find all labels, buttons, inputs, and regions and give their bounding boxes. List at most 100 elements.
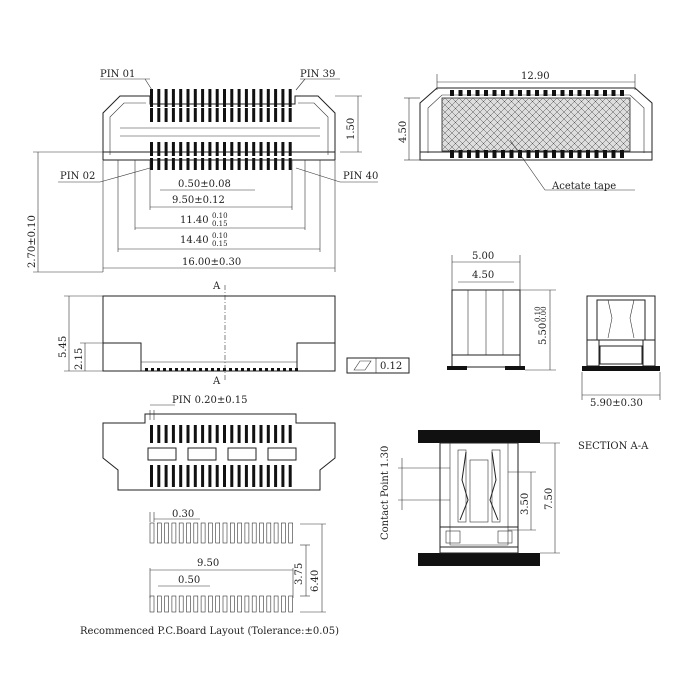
pin	[237, 89, 241, 107]
pin	[223, 158, 226, 170]
dim-11-40: 11.40	[180, 215, 209, 226]
pin	[164, 425, 168, 443]
pin	[266, 465, 270, 487]
pin	[244, 522, 250, 544]
pad-row-outer-dim: 6.40	[310, 570, 321, 592]
pin	[458, 150, 463, 158]
dim-2-15: 2.15	[74, 348, 85, 370]
pin	[244, 158, 248, 170]
pin	[586, 150, 590, 158]
pin	[237, 522, 242, 544]
top-pins-lower	[150, 142, 292, 156]
pin	[150, 89, 153, 107]
tape-hatch	[441, 97, 631, 152]
pin	[157, 465, 161, 487]
pin	[186, 465, 190, 487]
pin	[235, 368, 238, 371]
pin	[171, 89, 175, 107]
pin	[237, 595, 242, 613]
dim-3-50: 3.50	[520, 493, 531, 515]
pin	[484, 90, 488, 96]
pin	[450, 90, 454, 96]
pin	[253, 368, 256, 371]
front-view: A A 5.45 2.15 0.12	[58, 281, 410, 387]
top-view: PIN 01 PIN 39 PIN 02 PIN 40 1.50 2.70±0.…	[27, 69, 378, 273]
section-top-board	[418, 430, 540, 443]
pin	[179, 89, 183, 107]
pin	[164, 108, 168, 122]
dim-14-40: 14.40	[180, 235, 209, 246]
pin	[266, 142, 270, 156]
pin	[215, 89, 219, 107]
pin	[277, 368, 280, 371]
pin	[458, 90, 463, 96]
pin	[201, 142, 205, 156]
pin	[201, 465, 205, 487]
pin	[157, 142, 161, 156]
dim-2-70: 2.70±0.10	[27, 215, 38, 268]
pin	[288, 522, 294, 544]
pin	[223, 108, 226, 122]
pin	[157, 108, 161, 122]
side-view: 5.00 4.50 5.50 0.10 0.00	[447, 251, 556, 371]
pad-row-center-dim: 3.75	[294, 563, 305, 585]
pin	[501, 150, 505, 158]
pin	[164, 522, 169, 544]
pad-pitch-dim: 0.50	[178, 575, 200, 586]
pin	[171, 158, 175, 170]
section-mark-top: A	[212, 281, 221, 292]
pin	[193, 465, 197, 487]
pin	[164, 595, 169, 613]
pin	[569, 150, 573, 158]
pin	[201, 158, 205, 170]
pin	[475, 150, 480, 158]
dim-4-50-tape: 4.50	[398, 121, 409, 143]
pin-02-label: PIN 02	[60, 171, 95, 182]
pin	[187, 368, 190, 371]
pin	[201, 89, 205, 107]
pin	[186, 425, 190, 443]
pin	[265, 368, 268, 371]
pin	[230, 142, 234, 156]
pin	[259, 368, 262, 371]
pin	[193, 89, 197, 107]
pin	[179, 142, 183, 156]
dim-5-45: 5.45	[58, 336, 69, 358]
pin	[252, 158, 256, 170]
pin	[186, 142, 190, 156]
pin	[518, 90, 522, 96]
pin	[266, 425, 270, 443]
pin	[274, 425, 278, 443]
pin	[193, 595, 199, 613]
pin	[217, 368, 220, 371]
pin	[179, 108, 183, 122]
pin	[150, 142, 153, 156]
pin	[288, 89, 292, 107]
pin	[594, 90, 599, 96]
pin	[281, 465, 285, 487]
pin	[149, 595, 155, 613]
pin	[611, 90, 616, 96]
pin	[247, 368, 250, 371]
pin	[259, 89, 263, 107]
bottom-window-1	[147, 447, 177, 461]
dim-5-00: 5.00	[472, 251, 494, 262]
pin	[149, 522, 155, 544]
pin	[150, 425, 153, 443]
pin	[244, 425, 248, 443]
pin	[620, 90, 624, 96]
pin	[259, 425, 263, 443]
dim-16-00: 16.00±0.30	[182, 257, 241, 268]
pin	[244, 142, 248, 156]
pin	[252, 465, 256, 487]
top-pins-upper-inner	[150, 108, 292, 122]
bottom-pins-upper	[150, 425, 292, 443]
pin	[288, 142, 292, 156]
pin	[186, 158, 190, 170]
pin	[492, 90, 497, 96]
pin	[266, 158, 270, 170]
pin	[535, 150, 539, 158]
pin	[157, 89, 161, 107]
pin	[281, 522, 286, 544]
